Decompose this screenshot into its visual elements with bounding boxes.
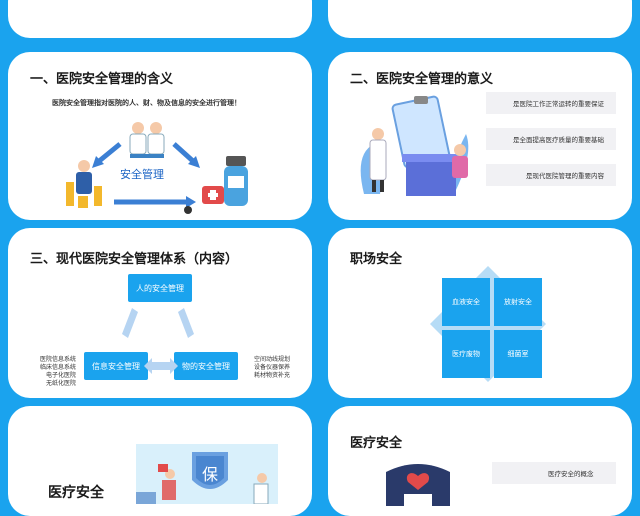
info-list-item: 电子化医院 [45,372,76,379]
material-list: 空间动线规划 设备仪器保养 耗材物资补充 [254,356,290,380]
item-medical-waste: 医疗废物 [442,330,490,378]
insurance-illustration: 保 [136,444,278,504]
slide-card-top-left[interactable] [8,0,312,38]
slide-subtitle: 医院安全管理指对医院的人、财、物及信息的安全进行管理！ [52,99,241,107]
slide-title: 一、医院安全管理的含义 [30,72,174,87]
meaning-item-2: 是全面提高医疗质量的重要基础 [486,128,616,150]
slide-card-6[interactable]: 医疗安全 医疗安全的概念 [328,406,632,516]
slide-title: 职场安全 [350,252,403,267]
info-list-item: 临床信息系统 [39,364,76,371]
slide-card-2[interactable]: 二、医院安全管理的意义 是医院工作正常运转的重要保证 是全面提高医疗质量的重要基… [328,52,632,220]
slide-card-3[interactable]: 三、现代医院安全管理体系（内容） 人的安全管理 信息安全管理 物的安全管理 医院… [8,228,312,398]
clipboard-doctors-illustration [360,95,469,196]
material-list-item: 设备仪器保养 [254,364,291,371]
slide-title: 医疗安全 [350,436,403,451]
box-info-safety: 信息安全管理 [84,352,148,380]
meaning-item-1: 是医院工作正常运转的重要保证 [486,92,616,114]
meaning-item-3: 是现代医院管理的重要内容 [486,164,616,186]
slide-title: 二、医院安全管理的意义 [350,72,494,87]
medical-supplies-icon [184,156,248,214]
doctors-icon [129,122,165,158]
info-list-item: 医院信息系统 [39,356,76,363]
item-radiation-safety: 放射安全 [494,278,542,326]
material-list-item: 空间动线规划 [254,356,291,363]
info-list-item: 无纸化医院 [45,380,76,387]
slide-card-1[interactable]: 一、医院安全管理的含义 医院安全管理指对医院的人、财、物及信息的安全进行管理！ … [8,52,312,220]
item-blood-safety: 血液安全 [442,278,490,326]
concept-item: 医疗安全的概念 [492,462,616,484]
slide-card-5[interactable]: 医疗安全 保 [8,406,312,516]
info-list: 医院信息系统 临床信息系统 电子化医院 无纸化医院 [22,356,76,388]
slide-card-top-right[interactable] [328,0,632,38]
box-material-safety: 物的安全管理 [174,352,238,380]
material-list-item: 耗材物资补充 [254,372,291,379]
safety-illustration [66,122,248,214]
slide-title: 三、现代医院安全管理体系（内容） [30,252,239,267]
slide-title: 医疗安全 [48,485,104,501]
relation-arrows [122,308,194,374]
box-people-safety: 人的安全管理 [128,274,192,302]
finance-person-icon [66,160,102,208]
item-bacteria-lab: 细菌室 [494,330,542,378]
slide-card-4[interactable]: 职场安全 血液安全 放射安全 医疗废物 细菌室 [328,228,632,398]
center-label: 安全管理 [120,168,164,181]
shield-char: 保 [202,465,218,484]
medical-shield-icon [386,464,450,506]
